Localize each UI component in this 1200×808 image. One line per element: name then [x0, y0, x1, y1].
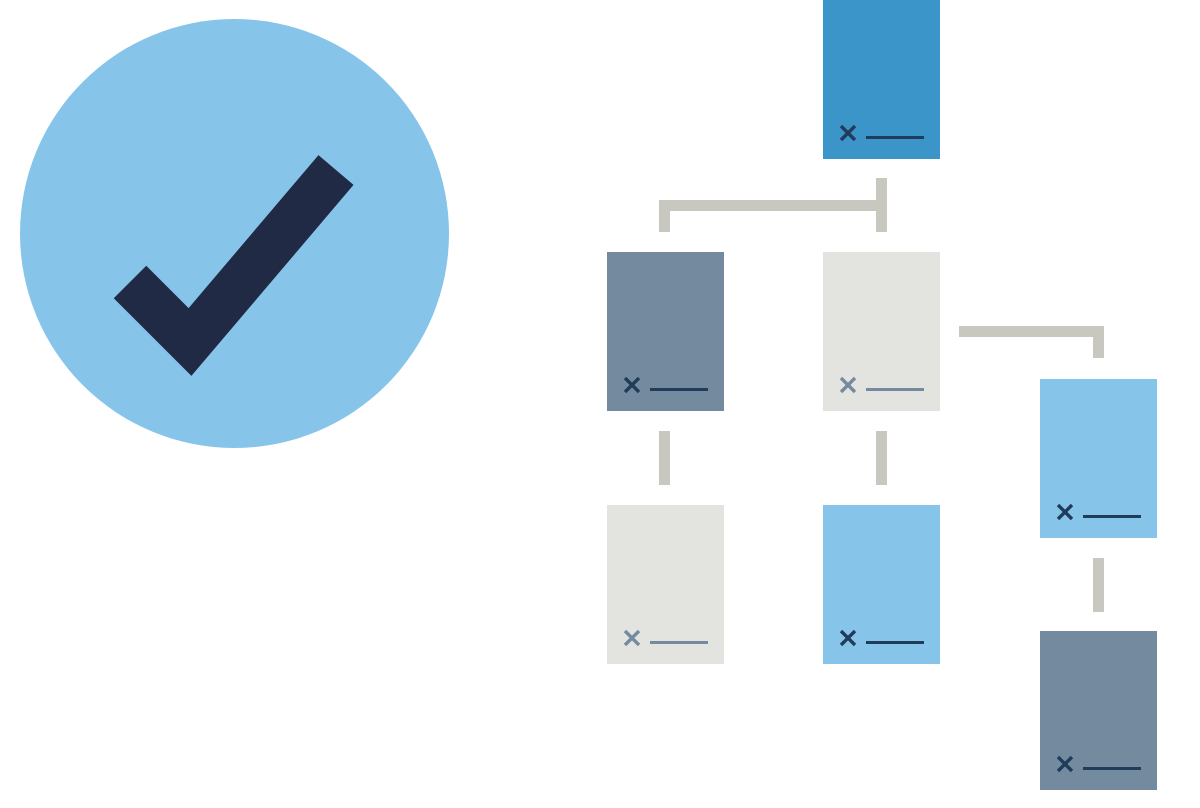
connector-right-vertical — [1093, 558, 1104, 612]
signature-line — [866, 136, 924, 139]
checkmark-icon — [20, 19, 449, 448]
checkmark-stroke — [113, 155, 354, 376]
signature-line — [1083, 767, 1141, 770]
document-card-level2-left — [607, 505, 724, 664]
badge-circle — [20, 19, 449, 448]
close-x-icon — [839, 124, 857, 142]
close-x-icon — [1056, 755, 1074, 773]
document-card-branch-right-top — [1040, 379, 1157, 538]
document-card-branch-right-bottom — [1040, 631, 1157, 790]
connector-left-vertical — [659, 431, 670, 485]
close-x-icon — [623, 376, 641, 394]
document-card-root — [823, 0, 940, 159]
document-card-level2-center — [823, 505, 940, 664]
approval-badge — [20, 19, 449, 448]
signature-line — [866, 641, 924, 644]
close-x-icon — [839, 376, 857, 394]
close-x-icon — [839, 629, 857, 647]
signature-line — [650, 388, 708, 391]
connector-root-left-drop — [659, 200, 670, 232]
connector-center-right-drop — [1093, 326, 1104, 358]
signature-line — [1083, 515, 1141, 518]
signature-line — [650, 641, 708, 644]
signature-line — [866, 388, 924, 391]
connector-center-vertical — [876, 431, 887, 485]
document-card-level1-left — [607, 252, 724, 411]
connector-root-stub — [876, 178, 887, 232]
connector-root-horizontal — [659, 200, 881, 211]
document-card-level1-center — [823, 252, 940, 411]
connector-center-right-horizontal — [959, 326, 1104, 337]
close-x-icon — [1056, 503, 1074, 521]
close-x-icon — [623, 629, 641, 647]
